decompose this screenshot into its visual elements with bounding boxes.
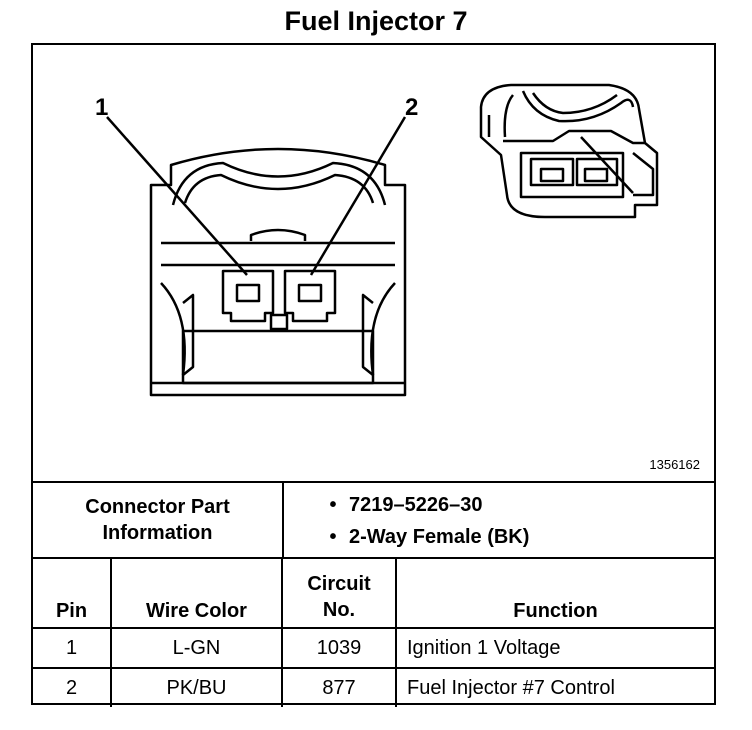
page-title: Fuel Injector 7 [284,6,468,36]
connector-info-label-line1: Connector Part [85,496,230,518]
cell-wire-color: PK/BU [110,667,283,707]
connector-info-row: Connector Part Information • 7219–5226–30… [33,481,714,559]
pin-1-callout: 1 [95,94,108,121]
list-item: • 2-Way Female (BK) [285,521,529,553]
cell-circuit: 877 [281,667,397,707]
header-circuit-line2: No. [322,599,356,621]
cell-wire-color: L-GN [110,627,283,669]
part-number: 7219–5226–30 [349,494,483,516]
pin-2-callout: 2 [405,94,418,121]
header-wire-color: Wire Color [110,559,283,629]
cell-pin: 2 [33,667,112,707]
bullet-icon: • [329,494,337,516]
connector-type: 2-Way Female (BK) [349,526,530,548]
bullet-icon: • [329,526,337,548]
table-row: 1 L-GN 1039 Ignition 1 Voltage [33,627,714,669]
cell-function: Ignition 1 Voltage [395,627,714,669]
table-row: 2 PK/BU 877 Fuel Injector #7 Control [33,667,714,707]
header-function: Function [395,559,714,629]
connector-figure: 1 2 1356162 [33,45,714,479]
header-pin: Pin [33,559,112,629]
connector-drawing [106,83,659,397]
connector-info-list: • 7219–5226–30 • 2-Way Female (BK) [285,489,529,553]
header-circuit-line1: Circuit [307,573,371,595]
cell-function: Fuel Injector #7 Control [395,667,714,707]
connector-info-label: Connector Part Information [33,483,284,557]
list-item: • 7219–5226–30 [285,489,529,521]
connector-iso-view [479,83,659,219]
cell-pin: 1 [33,627,112,669]
cell-circuit: 1039 [281,627,397,669]
connector-front-view [106,116,407,397]
connector-info-label-line2: Information [102,522,213,544]
connector-sheet: 1 2 1356162 Connector Part Information •… [31,43,716,707]
figure-id: 1356162 [649,457,700,472]
